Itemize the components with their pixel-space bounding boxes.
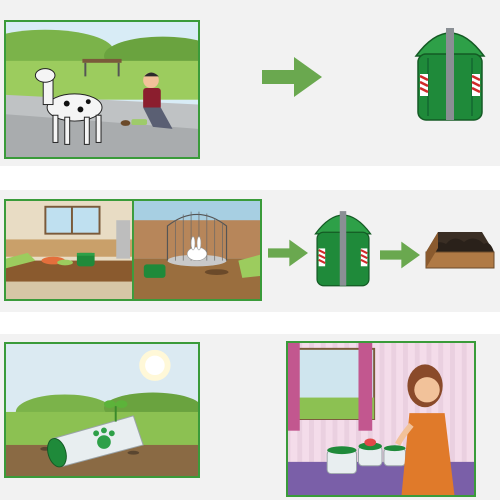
biodegradable-pod <box>47 415 144 468</box>
woman-watering-illustration <box>288 343 474 495</box>
buried-pod-illustration <box>6 344 198 476</box>
kitchen-and-rabbit-illustration <box>6 201 260 299</box>
soil-tray-icon <box>424 222 496 278</box>
woman-watering-scene <box>286 341 476 497</box>
compost-bin-icon <box>310 203 376 289</box>
kitchen-and-rabbit-scene <box>4 199 262 301</box>
sun-icon <box>139 349 171 381</box>
buried-pod-scene <box>4 342 200 478</box>
dog-walk-scene <box>4 20 200 159</box>
woman <box>395 364 455 495</box>
paw-print-icon <box>93 427 115 449</box>
arrow-right-icon <box>262 57 322 97</box>
dog-walk-illustration <box>6 22 198 157</box>
arrow-right-icon <box>380 240 420 270</box>
sprout-icon <box>103 400 128 422</box>
arrow-right-icon <box>268 238 308 268</box>
great-dane-dog <box>34 68 103 145</box>
kneeling-owner <box>120 72 173 129</box>
compost-bin-icon <box>410 18 490 124</box>
plant-pods-on-table <box>326 438 406 475</box>
